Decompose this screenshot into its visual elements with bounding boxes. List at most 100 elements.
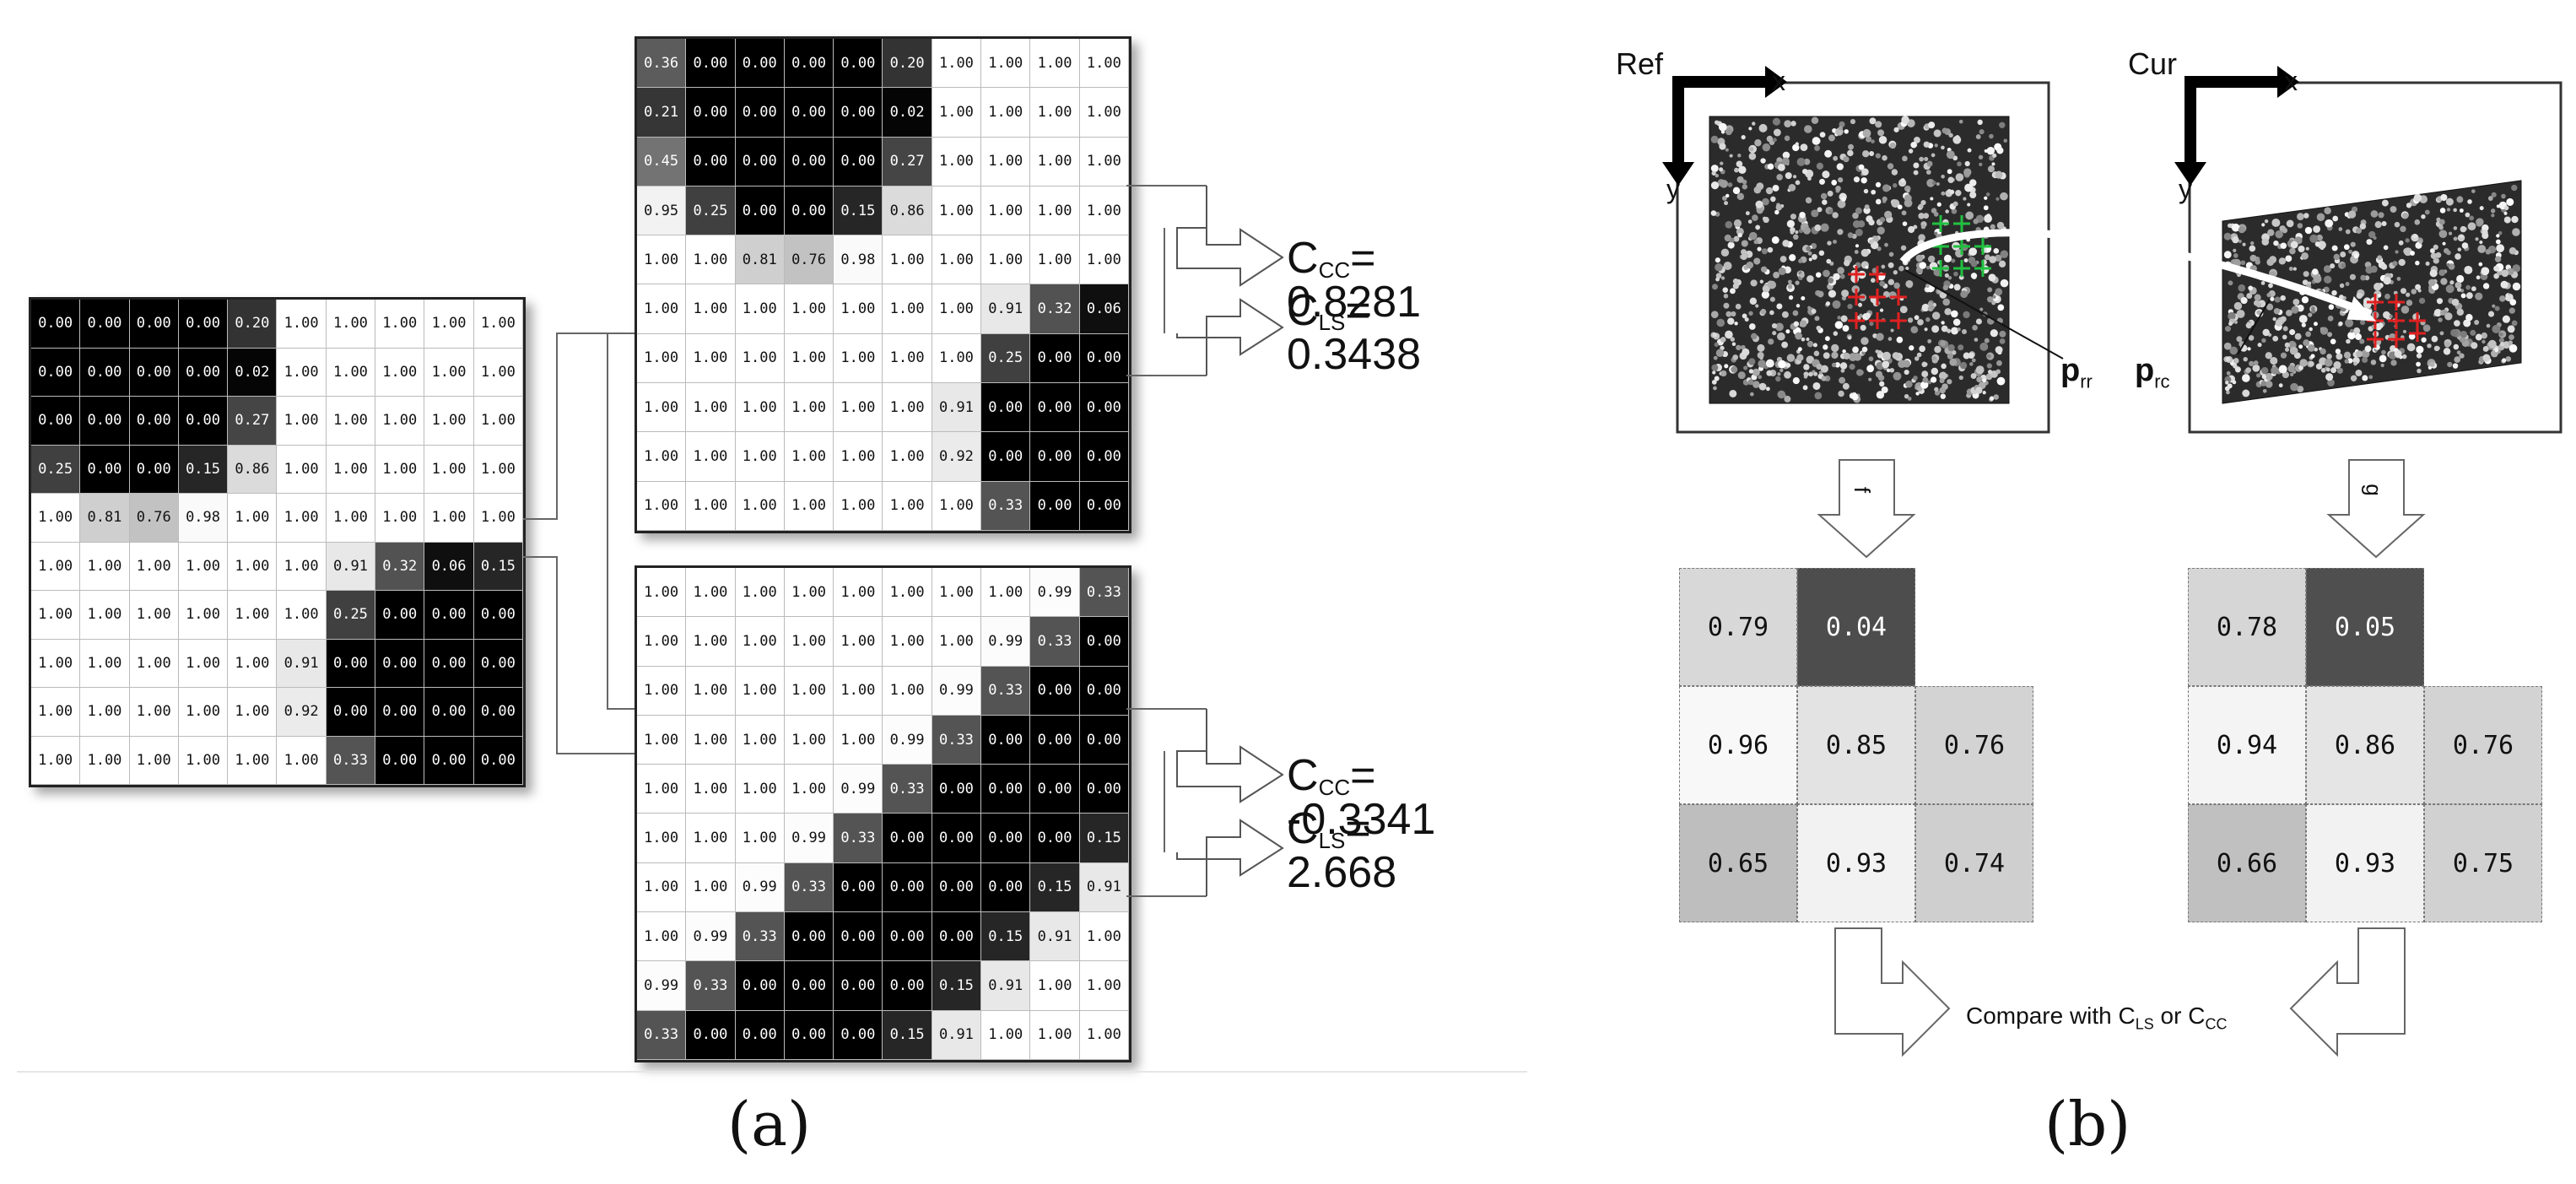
texture-speck <box>2445 197 2454 206</box>
texture-speck <box>1837 199 1846 208</box>
matrix-cell: 1.00 <box>883 666 932 716</box>
matrix-cell: 0.33 <box>981 666 1031 716</box>
texture-speck <box>1724 234 1731 242</box>
matrix-cell: 0.00 <box>1079 715 1129 765</box>
matrix-cell: 0.00 <box>1030 383 1080 433</box>
texture-speck <box>2289 247 2296 255</box>
matrix-cell: 1.00 <box>981 88 1031 138</box>
texture-speck <box>1732 278 1739 284</box>
texture-speck <box>1968 352 1974 360</box>
texture-speck <box>2228 311 2236 321</box>
matrix-cell: 0.00 <box>326 688 376 737</box>
texture-speck <box>2436 298 2444 305</box>
matrix-cell: 1.00 <box>981 186 1031 236</box>
texture-speck <box>1790 121 1796 127</box>
matrix-cell: 0.99 <box>686 912 736 962</box>
texture-speck <box>2356 292 2363 300</box>
texture-speck <box>1982 391 1986 395</box>
matrix-cell: 1.00 <box>637 765 687 814</box>
texture-speck <box>2265 372 2273 381</box>
texture-speck <box>1931 367 1939 376</box>
texture-speck <box>1889 368 1895 373</box>
texture-speck <box>1925 316 1931 322</box>
texture-speck <box>2449 280 2454 285</box>
texture-speck <box>2280 352 2287 359</box>
texture-speck <box>1995 288 2003 296</box>
texture-speck <box>1875 121 1882 128</box>
texture-speck <box>1771 236 1779 244</box>
texture-speck <box>2271 218 2281 227</box>
texture-speck <box>1915 392 1920 396</box>
texture-speck <box>2272 316 2276 322</box>
texture-speck <box>2248 285 2254 291</box>
texture-speck <box>1925 170 1931 175</box>
texture-speck <box>1761 290 1769 299</box>
texture-speck <box>1776 303 1783 310</box>
texture-speck <box>2298 315 2308 323</box>
texture-speck <box>2471 342 2478 349</box>
texture-speck <box>1786 219 1796 228</box>
texture-speck <box>2257 343 2262 348</box>
texture-speck <box>1938 371 1947 381</box>
texture-speck <box>1814 224 1822 231</box>
texture-speck <box>2490 208 2496 214</box>
matrix-cell: 1.00 <box>834 383 883 433</box>
texture-speck <box>1974 338 1979 342</box>
texture-speck <box>2487 339 2497 349</box>
matrix-cell: 1.00 <box>129 736 179 785</box>
matrix-cell: 1.00 <box>473 445 523 494</box>
matrix-cell: 1.00 <box>178 639 229 688</box>
texture-speck <box>1745 211 1750 216</box>
texture-speck <box>2417 368 2422 374</box>
matrix-cell: 0.00 <box>1030 715 1080 765</box>
patch-cell: 0.76 <box>2424 686 2542 804</box>
matrix-cell: 1.00 <box>1079 186 1129 236</box>
texture-speck <box>1898 265 1904 272</box>
matrix-cell: 0.00 <box>834 862 883 913</box>
texture-speck <box>2512 282 2521 291</box>
texture-speck <box>2416 353 2422 359</box>
texture-speck <box>2310 354 2315 359</box>
texture-speck <box>1901 116 1909 124</box>
texture-speck <box>2368 230 2376 239</box>
texture-speck <box>1936 181 1940 187</box>
texture-speck <box>2324 275 2332 284</box>
texture-speck <box>2477 245 2487 253</box>
texture-speck <box>1949 189 1955 195</box>
texture-speck <box>1760 266 1768 273</box>
texture-speck <box>1953 284 1961 291</box>
texture-speck <box>2242 242 2246 246</box>
matrix-cell: 0.00 <box>784 961 834 1011</box>
matrix-cell: 0.00 <box>932 814 982 863</box>
texture-speck <box>1731 342 1736 346</box>
matrix-cell: 1.00 <box>735 481 785 531</box>
panel-b-label: (b) <box>2044 1089 2131 1160</box>
texture-speck <box>1758 123 1768 132</box>
matrix-cell: 0.91 <box>932 383 982 433</box>
texture-speck <box>1900 178 1905 183</box>
texture-speck <box>1815 272 1822 278</box>
matrix-cell: 0.33 <box>784 862 834 913</box>
texture-speck <box>2249 254 2257 262</box>
texture-speck <box>2470 329 2476 336</box>
texture-speck <box>2233 248 2237 253</box>
texture-speck <box>1763 216 1769 224</box>
matrix-cell: 1.00 <box>1079 39 1129 89</box>
texture-speck <box>2439 208 2446 214</box>
texture-speck <box>1951 208 1958 214</box>
texture-speck <box>1727 241 1735 249</box>
texture-speck <box>1765 187 1774 195</box>
texture-speck <box>2500 280 2508 289</box>
texture-speck <box>1766 370 1773 376</box>
texture-speck <box>2268 283 2273 289</box>
texture-speck <box>2508 307 2515 314</box>
texture-speck <box>1720 337 1726 343</box>
cur-axis-y: y <box>2179 174 2192 204</box>
texture-speck <box>2345 282 2350 286</box>
texture-speck <box>1984 254 1990 261</box>
matrix-cell: 1.00 <box>637 862 687 913</box>
texture-speck <box>1828 134 1835 142</box>
texture-speck <box>2226 390 2230 395</box>
matrix-cell: 0.00 <box>80 397 130 446</box>
texture-speck <box>1776 174 1783 181</box>
